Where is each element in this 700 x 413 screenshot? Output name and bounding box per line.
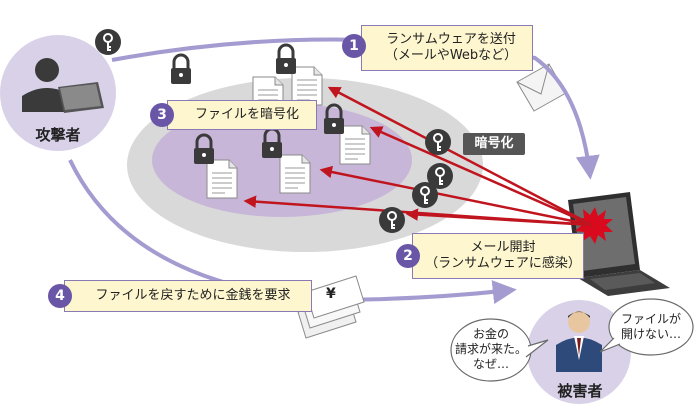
step-3-line1: ファイルを暗号化 xyxy=(194,107,299,122)
encrypt-arrow-3 xyxy=(319,165,593,227)
step-3-box: ファイルを暗号化 xyxy=(167,100,317,130)
document-icon-3 xyxy=(279,154,311,194)
victim-question-line3: なぜ… xyxy=(472,357,509,371)
yen-symbol: ¥ xyxy=(326,286,336,302)
step-1-number-badge: 1 xyxy=(342,34,366,58)
step-3-number-badge: 3 xyxy=(150,103,174,127)
step-1-line1: ランサムウェアを送付 xyxy=(386,32,516,47)
email-envelope-icon xyxy=(516,63,567,112)
victim-icon xyxy=(556,311,602,372)
step-2-number-badge: 2 xyxy=(396,244,420,268)
step-4-box: ファイルを戻すために金銭を要求 xyxy=(64,280,312,312)
victim-question-text: お金の 請求が来た。 なぜ… xyxy=(453,327,529,372)
banknotes-icon xyxy=(297,275,365,339)
victim-worry-line1: ファイルが xyxy=(620,312,681,326)
key-icon-1 xyxy=(424,128,452,156)
attacker-label: 攻撃者 xyxy=(35,126,81,144)
document-icon-4 xyxy=(206,159,238,199)
step-4-number-badge: 4 xyxy=(48,284,72,308)
lock-icon-1 xyxy=(169,53,193,86)
step-2-line1: メール開封 xyxy=(470,240,536,255)
document-icon-2 xyxy=(339,125,371,165)
step-2-box: メール開封 （ランサムウェアに感染） xyxy=(412,233,584,279)
lock-icon-2 xyxy=(274,43,298,76)
encrypt-arrow-5 xyxy=(405,208,593,227)
step-1-line2: （メールやWebなど） xyxy=(384,48,518,63)
step-1-box: ランサムウェアを送付 （メールやWebなど） xyxy=(361,25,533,71)
victim-worry-bubble xyxy=(608,298,694,356)
encrypt-arrow-2 xyxy=(369,126,593,227)
victim-worry-bubble-tail xyxy=(599,337,621,353)
victim-worry-text: ファイルが 開けない… xyxy=(614,312,688,342)
encrypt-arrow-1 xyxy=(327,86,593,227)
victim-question-line1: お金の xyxy=(472,327,509,341)
victim-question-bubble-tail xyxy=(525,339,549,358)
step-2-line2: （ランサムウェアに感染） xyxy=(425,256,581,271)
infection-burst-icon xyxy=(575,207,613,244)
step-4-line1: ファイルを戻すために金銭を要求 xyxy=(95,288,291,303)
attacker-icon xyxy=(22,58,104,113)
key-icon-4 xyxy=(378,206,406,234)
encrypt-tag: 暗号化 xyxy=(463,133,525,155)
victim-question-line2: 請求が来た。 xyxy=(454,342,527,356)
victim-label: 被害者 xyxy=(557,382,603,400)
victim-worry-line2: 開けない… xyxy=(620,327,681,341)
attacker-key-icon xyxy=(94,28,122,56)
key-icon-3 xyxy=(411,181,439,209)
